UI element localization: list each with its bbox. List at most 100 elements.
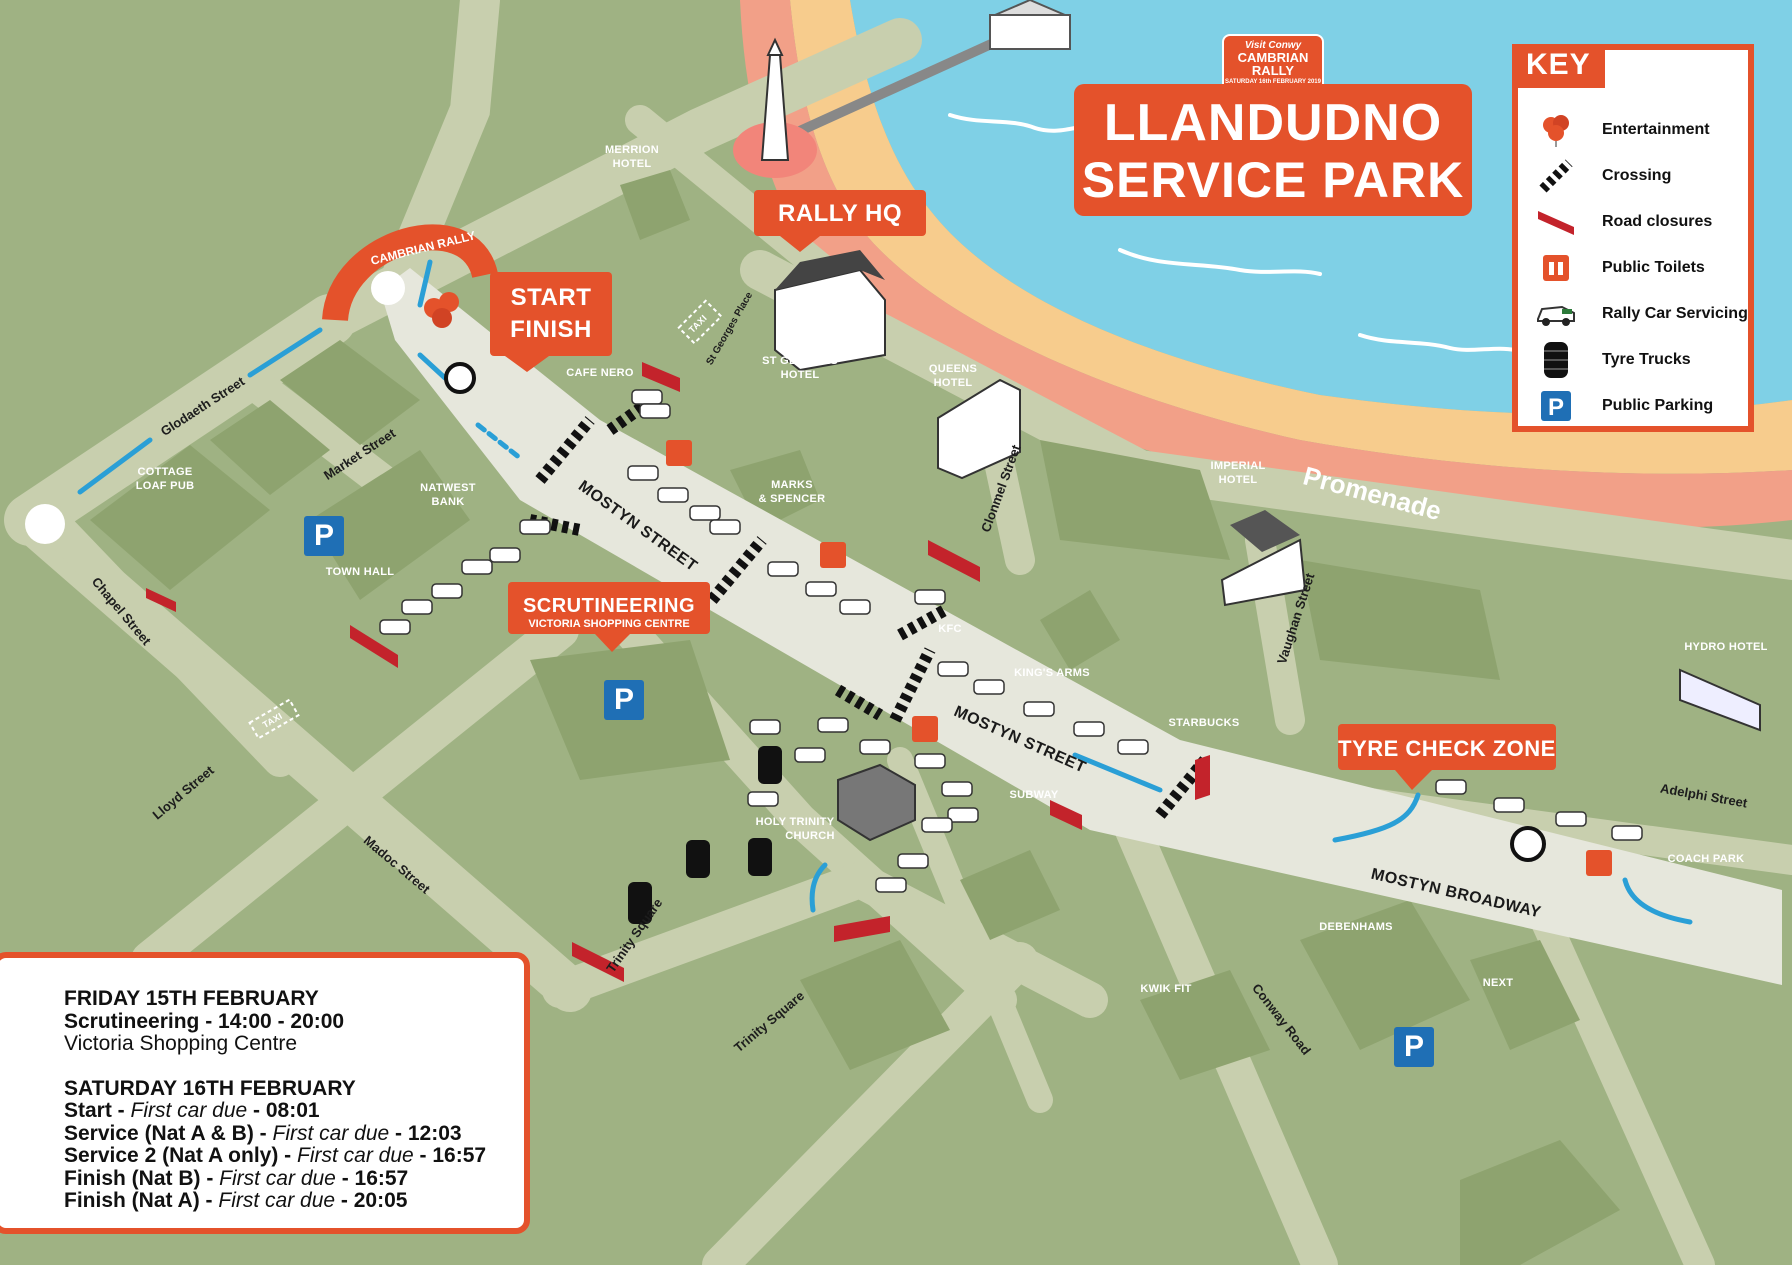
key-row-entertainment: Entertainment <box>1536 112 1756 148</box>
row-time: - 12:03 <box>389 1121 462 1145</box>
callout-scrutineering <box>508 582 710 652</box>
trinity-square-label-2: Trinity Square <box>731 988 807 1055</box>
tyre-stack-icon <box>1536 342 1576 378</box>
holy-trinity-church <box>837 763 916 842</box>
key-label-public-toilets: Public Toilets <box>1602 259 1705 276</box>
road-closures <box>146 362 1210 982</box>
st-georges-hotel-label-2: HOTEL <box>781 369 820 381</box>
balloons-icon <box>1536 113 1576 147</box>
row-italic: First car due <box>272 1121 390 1145</box>
hydro-hotel-building <box>1679 668 1761 732</box>
key-label-rally-car-servicing: Rally Car Servicing <box>1602 305 1748 322</box>
building-blocks <box>90 170 1620 1265</box>
logo-main-text: CAMBRIAN RALLY <box>1237 50 1309 78</box>
row-label: Start - <box>64 1099 131 1122</box>
rally-cars <box>379 389 1643 893</box>
rally-hq-monument <box>733 37 817 178</box>
callout-rally-hq <box>754 190 926 252</box>
title-line-1: LLANDUDNO <box>1103 94 1443 152</box>
row-time: - 08:01 <box>247 1099 320 1122</box>
callout-start-finish <box>490 272 612 372</box>
hydro-hotel-label: HYDRO HOTEL <box>1684 641 1767 653</box>
imperial-hotel-label-1: IMPERIAL <box>1211 460 1266 472</box>
schedule-row-finish-a: Finish (Nat A) - First car due - 20:05 <box>64 1189 524 1213</box>
promenade-strip <box>740 0 1792 528</box>
imperial-hotel-building <box>1220 510 1307 607</box>
town-hall-label: TOWN HALL <box>326 566 395 578</box>
saturday-heading: SATURDAY 16TH FEBRUARY <box>64 1076 356 1100</box>
cafe-nero-label: CAFE NERO <box>566 367 634 379</box>
row-time: - 16:57 <box>335 1166 409 1190</box>
key-row-crossing: Crossing <box>1536 158 1756 194</box>
start-arch <box>25 224 498 544</box>
route-arrows <box>77 259 1693 925</box>
marks-spencer-label-2: & SPENCER <box>759 493 826 505</box>
lloyd-street-label: Lloyd Street <box>150 762 218 822</box>
parking-marker-victoria: P <box>604 680 644 720</box>
queens-hotel-label-1: QUEENS <box>929 363 977 375</box>
coach-park-label: COACH PARK <box>1668 853 1745 865</box>
adelphi-street-label: Adelphi Street <box>1659 781 1749 811</box>
logo-sub-text: SATURDAY 16th FEBRUARY 2019 <box>1225 79 1321 85</box>
kwik-fit-label: KWIK FIT <box>1140 983 1191 995</box>
holy-trinity-label-2: CHURCH <box>785 830 834 842</box>
kfc-label: KFC <box>938 623 962 635</box>
mostyn-street-road <box>380 268 1782 985</box>
schedule-box: FRIDAY 15TH FEBRUARY Scrutineering - 14:… <box>0 952 530 1234</box>
key-label-public-parking: Public Parking <box>1602 397 1714 414</box>
schedule-row-service-2: Service 2 (Nat A only) - First car due -… <box>64 1144 524 1168</box>
rally-hq-label: RALLY HQ <box>778 200 902 227</box>
friday-heading: FRIDAY 15TH FEBRUARY <box>64 987 319 1010</box>
row-time: - 16:57 <box>413 1144 487 1167</box>
st-georges-hotel-building <box>774 250 886 372</box>
crossing-icon <box>1536 159 1576 193</box>
title-banner: LLANDUDNO SERVICE PARK <box>1074 84 1472 216</box>
schedule-row-service: Service (Nat A & B) - First car due - 12… <box>64 1121 524 1146</box>
natwest-bank-label-2: BANK <box>432 496 465 508</box>
start-label: START <box>511 284 592 311</box>
schedule-row-start: Start - First car due - 08:01 <box>64 1099 524 1123</box>
st-georges-hotel-label-1: ST GEORGES <box>762 355 838 367</box>
toilets-markers <box>666 440 1612 876</box>
row-label: Finish (Nat A) - <box>64 1189 219 1212</box>
row-label: Service (Nat A & B) - <box>64 1121 273 1145</box>
schedule-row-finish-b: Finish (Nat B) - First car due - 16:57 <box>64 1166 524 1191</box>
holy-trinity-label-1: HOLY TRINITY <box>756 816 835 828</box>
parking-icon: P <box>1536 389 1576 423</box>
row-italic: First car due <box>218 1189 336 1212</box>
marks-spencer-label-1: MARKS <box>771 479 813 491</box>
entertainment-balloons <box>424 292 459 328</box>
cottage-loaf-label-1: COTTAGE <box>137 466 192 478</box>
natwest-bank-label-1: NATWEST <box>420 482 476 494</box>
time-controls <box>444 362 1546 862</box>
merrion-hotel-label-2: HOTEL <box>613 158 652 170</box>
next-label: NEXT <box>1483 977 1514 989</box>
key-row-rally-car-servicing: Rally Car Servicing <box>1536 296 1756 332</box>
title-line-2: SERVICE PARK <box>1081 152 1465 208</box>
tyre-check-label: TYRE CHECK ZONE <box>1338 736 1556 761</box>
row-label: Service 2 (Nat A only) - <box>64 1144 298 1167</box>
key-label-road-closures: Road closures <box>1602 213 1713 230</box>
queens-hotel-building <box>937 378 1021 480</box>
subway-label: SUBWAY <box>1009 789 1058 801</box>
map-key: KEY Entertainment Crossing Road closures… <box>1512 44 1754 432</box>
tyre-trucks <box>628 746 782 924</box>
key-label-entertainment: Entertainment <box>1602 121 1710 138</box>
cottage-loaf-label-2: LOAF PUB <box>136 480 195 492</box>
row-italic: First car due <box>219 1166 336 1190</box>
kings-arms-label: KING'S ARMS <box>1014 667 1090 679</box>
key-label-tyre-trucks: Tyre Trucks <box>1602 351 1691 368</box>
row-label: Finish (Nat B) - <box>64 1166 220 1190</box>
row-italic: First car due <box>297 1144 414 1167</box>
friday-scrutineering: Scrutineering - 14:00 - 20:00 <box>64 1009 345 1033</box>
road-closure-icon <box>1536 205 1576 239</box>
imperial-hotel-label-2: HOTEL <box>1219 474 1258 486</box>
row-italic: First car due <box>130 1099 248 1122</box>
queens-hotel-label-2: HOTEL <box>934 377 973 389</box>
pier <box>777 0 1071 145</box>
scrutineering-sub-label: VICTORIA SHOPPING CENTRE <box>528 618 689 630</box>
st-georges-place-label: St Georges Place <box>705 290 756 367</box>
parking-icon-letter: P <box>1548 394 1564 421</box>
